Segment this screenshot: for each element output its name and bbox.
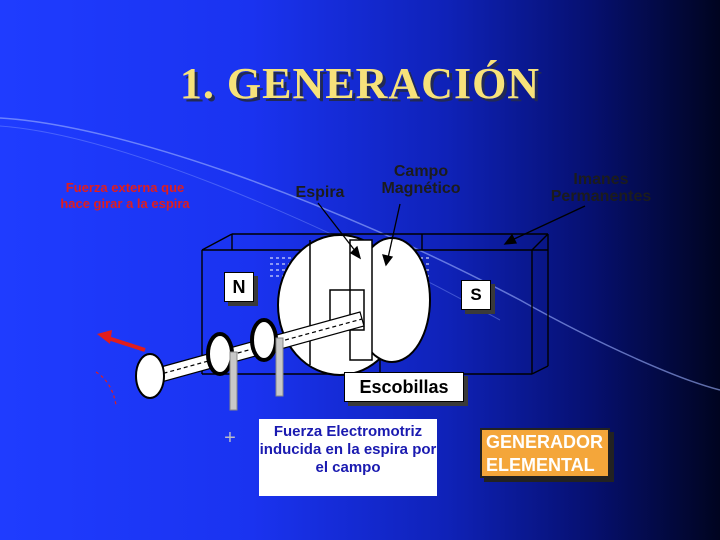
plus-sign: +	[224, 427, 236, 449]
south-pole-label: S	[461, 280, 491, 310]
slide-title: 1. GENERACIÓN	[179, 59, 541, 108]
elemental-generator-box: GENERADOR ELEMENTAL	[480, 428, 610, 478]
loop-label: Espira	[295, 184, 345, 201]
external-force-label: Fuerza externa que hace girar a la espir…	[60, 180, 190, 211]
rotation-arrow	[95, 330, 146, 406]
magnetic-field-label: Campo Magnético	[381, 163, 461, 197]
slip-rings	[135, 318, 278, 399]
loop-disk	[277, 234, 431, 376]
permanent-magnets-label: Imanes Permanentes	[550, 171, 652, 205]
pointer-arrows	[317, 202, 586, 267]
induced-emf-label: Fuerza Electromotriz inducida en la espi…	[259, 419, 437, 496]
brushes	[229, 337, 284, 411]
brushes-label: Escobillas	[344, 372, 464, 402]
north-pole-label: N	[224, 272, 254, 302]
